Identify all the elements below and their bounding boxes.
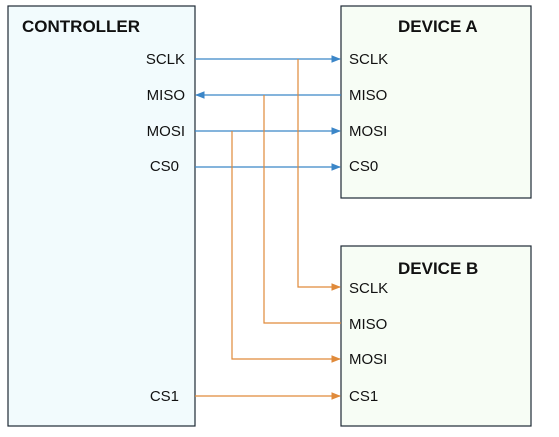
- controller-pin-cs0: CS0: [150, 158, 179, 175]
- device-a-wires: [195, 55, 341, 171]
- device-a-pin-miso: MISO: [349, 87, 387, 104]
- device-a-pin-mosi: MOSI: [349, 123, 387, 140]
- device-b-pin-mosi: MOSI: [349, 351, 387, 368]
- wire-miso-b: [263, 95, 341, 324]
- device-b-title: DEVICE B: [398, 259, 478, 278]
- wire-mosi-b: [231, 131, 341, 363]
- wire-sclk-b: [297, 59, 341, 291]
- device-a-pin-cs0: CS0: [349, 158, 378, 175]
- device-b-wires: [195, 59, 341, 400]
- device-a-title: DEVICE A: [398, 17, 478, 36]
- controller-pin-sclk: SCLK: [146, 51, 185, 68]
- device-b-pin-sclk: SCLK: [349, 280, 388, 297]
- controller-pin-miso: MISO: [147, 87, 185, 104]
- controller-title: CONTROLLER: [22, 17, 140, 36]
- controller-pin-cs1: CS1: [150, 388, 179, 405]
- device-a-box: [340, 5, 532, 199]
- controller-box: [7, 5, 196, 427]
- device-b-pin-miso: MISO: [349, 316, 387, 333]
- device-a-pin-sclk: SCLK: [349, 51, 388, 68]
- controller-pin-mosi: MOSI: [147, 123, 185, 140]
- device-b-pin-cs1: CS1: [349, 388, 378, 405]
- device-b-box: [340, 245, 532, 427]
